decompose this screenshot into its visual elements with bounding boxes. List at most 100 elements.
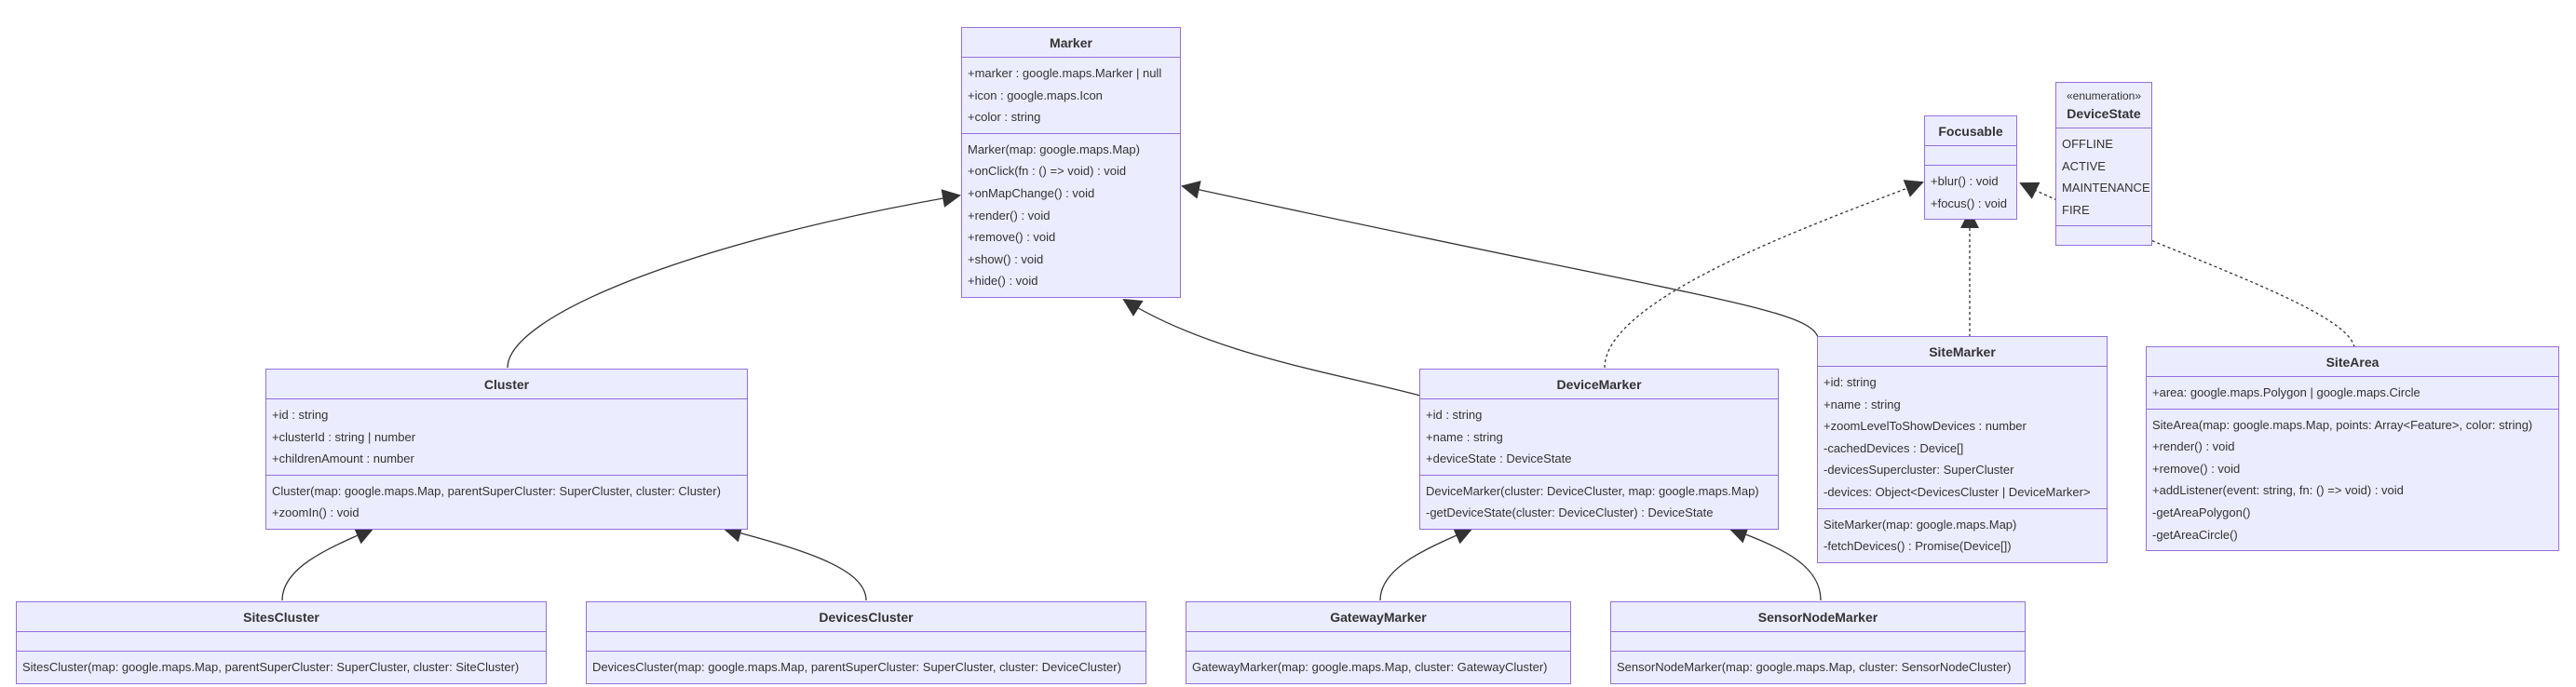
- attributes-section: [1186, 631, 1570, 651]
- attribute-row: +area: google.maps.Polygon | google.maps…: [2152, 385, 2420, 399]
- methods-section: SitesCluster(map: google.maps.Map, paren…: [17, 651, 546, 683]
- class-site-area[interactable]: SiteArea +area: google.maps.Polygon | go…: [2146, 346, 2559, 552]
- method-row: GatewayMarker(map: google.maps.Map, clus…: [1192, 660, 1548, 674]
- class-name: SiteArea: [2325, 355, 2379, 370]
- class-cluster[interactable]: Cluster +id : string +clusterId : string …: [265, 369, 748, 530]
- class-header: SiteArea: [2147, 347, 2558, 376]
- class-header: «enumeration» DeviceState: [2056, 83, 2151, 128]
- attribute-row: +name : string: [1824, 397, 1901, 411]
- attribute-row: MAINTENANCE: [2062, 181, 2150, 195]
- class-site-marker[interactable]: SiteMarker +id: string +name : string +zoo…: [1817, 336, 2108, 563]
- method-row: SiteArea(map: google.maps.Map, points: A…: [2152, 417, 2533, 432]
- class-name: Cluster: [483, 377, 530, 392]
- method-row: +render() : void: [2152, 439, 2235, 454]
- attributes-section: +id : string +clusterId : string | number…: [266, 398, 747, 475]
- attribute-row: +color : string: [968, 110, 1041, 125]
- method-row: +hide() : void: [968, 274, 1038, 289]
- class-gateway-marker[interactable]: GatewayMarker GatewayMarker(map: google.…: [1186, 601, 1571, 684]
- method-row: -getAreaPolygon(): [2152, 505, 2251, 519]
- edge-sitemarker-to-marker: [1181, 181, 1819, 338]
- edge-gatewaymarker-to-devicemarker: [1379, 527, 1473, 601]
- method-row: +addListener(event: string, fn: () => vo…: [2152, 483, 2404, 498]
- method-row: SiteMarker(map: google.maps.Map): [1824, 517, 2017, 532]
- attribute-row: +childrenAmount : number: [272, 451, 414, 466]
- methods-section: GatewayMarker(map: google.maps.Map, clus…: [1186, 651, 1570, 683]
- class-name: SitesCluster: [243, 610, 319, 625]
- class-marker[interactable]: Marker +marker : google.maps.Marker | nu…: [961, 27, 1181, 298]
- method-row: +remove() : void: [968, 230, 1056, 245]
- method-row: SitesCluster(map: google.maps.Map, paren…: [22, 660, 520, 674]
- class-stereotype: «enumeration»: [2066, 89, 2142, 102]
- class-devices-cluster[interactable]: DevicesCluster DevicesCluster(map: googl…: [586, 601, 1146, 684]
- class-name: DevicesCluster: [819, 610, 914, 625]
- edge-cluster-to-marker: [507, 189, 961, 369]
- attribute-row: +deviceState : DeviceState: [1426, 451, 1572, 466]
- method-row: +onClick(fn : () => void) : void: [968, 164, 1127, 179]
- attribute-row: +id : string: [1426, 408, 1483, 422]
- class-sites-cluster[interactable]: SitesCluster SitesCluster(map: google.ma…: [16, 601, 547, 684]
- attribute-row: +clusterId : string | number: [272, 429, 416, 444]
- attribute-row: -cachedDevices : Device[]: [1824, 440, 1964, 455]
- class-device-marker[interactable]: DeviceMarker +id : string+name : string+…: [1419, 369, 1779, 530]
- method-row: +show() : void: [968, 251, 1044, 266]
- methods-section: SiteMarker(map: google.maps.Map) -fetchDe…: [1818, 507, 2107, 562]
- class-header: DevicesCluster: [587, 602, 1146, 631]
- class-header: SitesCluster: [17, 602, 546, 631]
- attributes-section: [1925, 145, 2016, 165]
- attribute-row: +id : string: [272, 408, 329, 422]
- class-name: DeviceState: [2067, 106, 2141, 121]
- edge-sitescluster-to-cluster: [281, 527, 374, 601]
- method-row: +focus() : void: [1931, 195, 2008, 210]
- method-row: SensorNodeMarker(map: google.maps.Map, c…: [1617, 660, 2012, 674]
- edge-devicescluster-to-cluster: [723, 524, 867, 601]
- class-header: Focusable: [1925, 116, 2016, 145]
- attributes-section: +marker : google.maps.Marker | null+icon…: [962, 57, 1180, 133]
- class-header: GatewayMarker: [1186, 602, 1570, 631]
- edge-sitearea-to-focusable: [2019, 182, 2355, 348]
- attribute-row: +marker : google.maps.Marker | null: [968, 66, 1162, 80]
- method-row: DeviceMarker(cluster: DeviceCluster, map…: [1426, 483, 1759, 498]
- edge-sensornodemarker-to-devicemarker: [1729, 525, 1822, 601]
- methods-section: Cluster(map: google.maps.Map, parentSupe…: [266, 474, 747, 529]
- edge-devicemarker-to-focusable: [1604, 180, 1924, 369]
- class-name: DeviceMarker: [1556, 377, 1642, 392]
- methods-section: DevicesCluster(map: google.maps.Map, par…: [587, 651, 1146, 683]
- method-row: +onMapChange() : void: [968, 185, 1095, 200]
- method-row: +render() : void: [968, 208, 1051, 222]
- method-row: -getAreaCircle(): [2152, 527, 2238, 542]
- class-focusable[interactable]: Focusable +blur() : void +focus() : void: [1924, 115, 2017, 221]
- method-row: +zoomIn() : void: [272, 505, 359, 520]
- methods-section: Marker(map: google.maps.Map)+onClick(fn …: [962, 132, 1180, 297]
- attribute-row: -devices: Object<DevicesCluster | Device…: [1824, 484, 2091, 499]
- class-header: Marker: [962, 28, 1180, 57]
- attributes-section: [17, 631, 546, 651]
- attribute-row: +zoomLevelToShowDevices : number: [1824, 419, 2027, 434]
- method-row: DevicesCluster(map: google.maps.Map, par…: [592, 660, 1121, 674]
- methods-section: DeviceMarker(cluster: DeviceCluster, map…: [1420, 474, 1778, 529]
- class-header: SiteMarker: [1818, 337, 2107, 366]
- method-row: +blur() : void: [1931, 174, 1999, 188]
- class-header: Cluster: [266, 370, 747, 398]
- class-name: SiteMarker: [1929, 344, 1996, 359]
- methods-section: [2056, 225, 2151, 245]
- attribute-row: FIRE: [2062, 202, 2090, 217]
- method-row: -getDeviceState(cluster: DeviceCluster) …: [1426, 505, 1714, 520]
- attributes-section: +id : string+name : string+deviceState :…: [1420, 398, 1778, 475]
- method-row: -fetchDevices() : Promise(Device[]): [1824, 539, 2012, 554]
- attributes-section: +area: google.maps.Polygon | google.maps…: [2147, 376, 2558, 409]
- edge-devicemarker-to-marker: [1122, 298, 1421, 397]
- methods-section: +blur() : void +focus() : void: [1925, 165, 2016, 219]
- class-name: Focusable: [1938, 124, 2003, 139]
- attribute-row: +id: string: [1824, 375, 1877, 389]
- attributes-section: +id: string +name : string +zoomLevelToSho…: [1818, 366, 2107, 508]
- class-header: SensorNodeMarker: [1611, 602, 2025, 631]
- class-sensor-node-marker[interactable]: SensorNodeMarker SensorNodeMarker(map: g…: [1610, 601, 2026, 684]
- attribute-row: -devicesSupercluster: SuperCluster: [1824, 463, 2014, 478]
- class-name: GatewayMarker: [1330, 610, 1427, 625]
- attributes-section: [587, 631, 1146, 651]
- attribute-row: ACTIVE: [2062, 158, 2106, 173]
